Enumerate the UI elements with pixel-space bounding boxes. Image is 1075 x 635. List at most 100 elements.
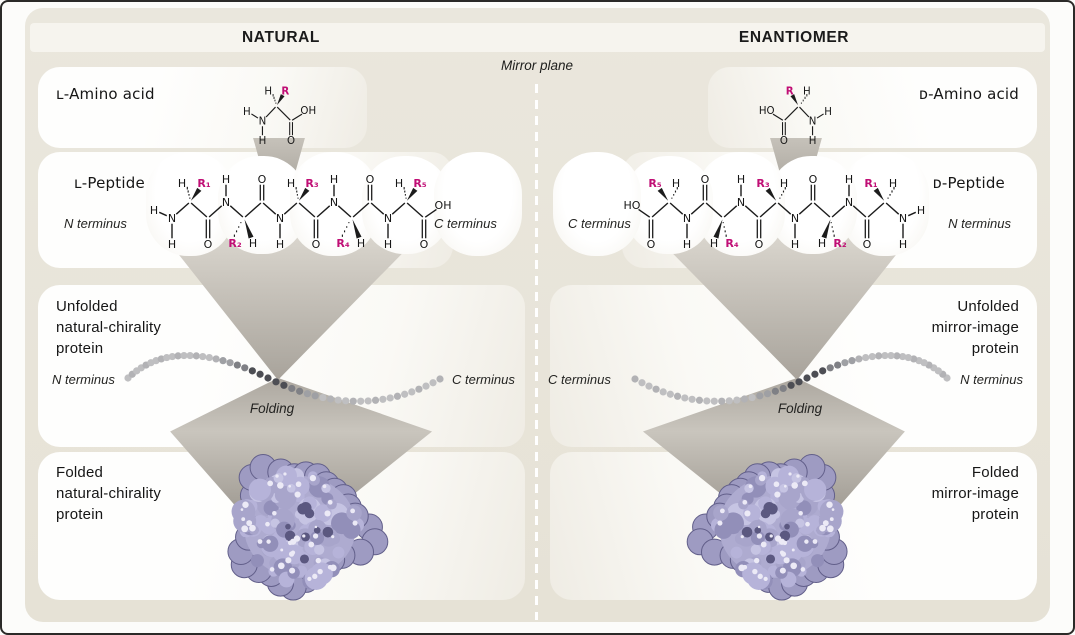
svg-text:R₂: R₂ — [833, 237, 846, 250]
svg-text:H: H — [150, 204, 158, 217]
folded-protein-label-left: Folded natural-chirality protein — [56, 464, 162, 523]
svg-text:H: H — [276, 238, 284, 251]
svg-text:R₂: R₂ — [228, 237, 241, 250]
svg-text:H: H — [824, 107, 832, 118]
n-terminus-label-peptide-left: N terminus — [64, 216, 127, 231]
svg-text:O: O — [809, 173, 818, 186]
c-terminus-label-chain-left: C terminus — [452, 372, 515, 387]
svg-text:OH: OH — [300, 106, 316, 117]
svg-text:N: N — [683, 212, 691, 225]
d-amino-acid-label: ᴅ-Amino acid — [918, 85, 1019, 103]
svg-text:H: H — [357, 237, 365, 250]
svg-text:H: H — [917, 204, 925, 217]
svg-text:N: N — [330, 196, 338, 209]
svg-text:N: N — [845, 196, 853, 209]
svg-text:R₁: R₁ — [864, 177, 877, 190]
n-terminus-label-chain-left: N terminus — [52, 372, 115, 387]
svg-text:H: H — [889, 177, 897, 190]
svg-text:N: N — [737, 196, 745, 209]
residue-bubble — [553, 152, 641, 256]
svg-text:N: N — [259, 117, 267, 128]
l-peptide-label: ʟ-Peptide — [74, 174, 145, 192]
svg-text:R₄: R₄ — [336, 237, 349, 250]
svg-text:H: H — [899, 238, 907, 251]
svg-text:H: H — [809, 136, 817, 147]
amino-acid-box-left — [38, 67, 367, 148]
n-terminus-label-chain-right: N terminus — [960, 372, 1023, 387]
c-terminus-label-peptide-right: C terminus — [568, 216, 631, 231]
svg-text:H: H — [780, 177, 788, 190]
svg-text:N: N — [168, 212, 176, 225]
svg-text:O: O — [701, 173, 710, 186]
svg-text:R₁: R₁ — [197, 177, 210, 190]
svg-text:O: O — [780, 136, 788, 147]
svg-text:O: O — [366, 173, 375, 186]
natural-header: NATURAL — [242, 29, 320, 46]
svg-text:OH: OH — [435, 199, 452, 212]
svg-text:N: N — [384, 212, 392, 225]
svg-text:R₃: R₃ — [756, 177, 769, 190]
svg-text:R: R — [786, 86, 794, 97]
svg-text:H: H — [791, 238, 799, 251]
svg-text:H: H — [845, 173, 853, 186]
svg-text:O: O — [755, 238, 764, 251]
svg-text:H: H — [710, 237, 718, 250]
svg-text:H: H — [737, 173, 745, 186]
svg-text:H: H — [672, 177, 680, 190]
svg-text:H: H — [683, 238, 691, 251]
svg-text:O: O — [258, 173, 267, 186]
svg-text:O: O — [863, 238, 872, 251]
mirror-plane-label: Mirror plane — [500, 58, 574, 73]
header-band — [30, 23, 1045, 52]
svg-text:H: H — [222, 173, 230, 186]
svg-text:H: H — [287, 177, 295, 190]
svg-text:N: N — [899, 212, 907, 225]
svg-text:H: H — [259, 136, 267, 147]
svg-text:N: N — [276, 212, 284, 225]
c-terminus-label-chain-right: C terminus — [548, 372, 611, 387]
svg-text:H: H — [395, 177, 403, 190]
unfolded-protein-label-left: Unfolded natural-chirality protein — [56, 298, 162, 357]
svg-text:H: H — [178, 177, 186, 190]
svg-text:H: H — [384, 238, 392, 251]
svg-text:O: O — [647, 238, 656, 251]
svg-text:R₅: R₅ — [648, 177, 661, 190]
n-terminus-label-peptide-right: N terminus — [948, 216, 1011, 231]
l-amino-acid-label: ʟ-Amino acid — [56, 85, 155, 103]
svg-text:H: H — [330, 173, 338, 186]
svg-text:N: N — [222, 196, 230, 209]
residue-bubble — [434, 152, 522, 256]
svg-text:R: R — [281, 86, 289, 97]
svg-text:O: O — [204, 238, 213, 251]
svg-text:O: O — [287, 136, 295, 147]
folding-label-left: Folding — [249, 401, 295, 416]
svg-text:HO: HO — [624, 199, 641, 212]
svg-text:H: H — [264, 86, 272, 97]
enantiomer-header: ENANTIOMER — [738, 29, 850, 46]
svg-text:H: H — [243, 107, 251, 118]
svg-text:R₅: R₅ — [413, 177, 426, 190]
mirror-plane-dashed-line — [535, 84, 538, 620]
svg-text:N: N — [791, 212, 799, 225]
folding-label-right: Folding — [777, 401, 823, 416]
svg-text:H: H — [168, 238, 176, 251]
svg-text:N: N — [809, 117, 817, 128]
svg-text:H: H — [818, 237, 826, 250]
svg-text:O: O — [312, 238, 321, 251]
c-terminus-label-peptide-left: C terminus — [434, 216, 497, 231]
svg-text:H: H — [249, 237, 257, 250]
svg-text:H: H — [803, 86, 811, 97]
svg-text:R₃: R₃ — [305, 177, 318, 190]
d-peptide-label: ᴅ-Peptide — [932, 174, 1005, 192]
unfolded-protein-label-right: Unfolded mirror-image protein — [931, 298, 1019, 357]
svg-text:R₄: R₄ — [725, 237, 738, 250]
svg-text:HO: HO — [759, 106, 775, 117]
folded-protein-label-right: Folded mirror-image protein — [931, 464, 1019, 523]
amino-acid-box-right — [708, 67, 1037, 148]
